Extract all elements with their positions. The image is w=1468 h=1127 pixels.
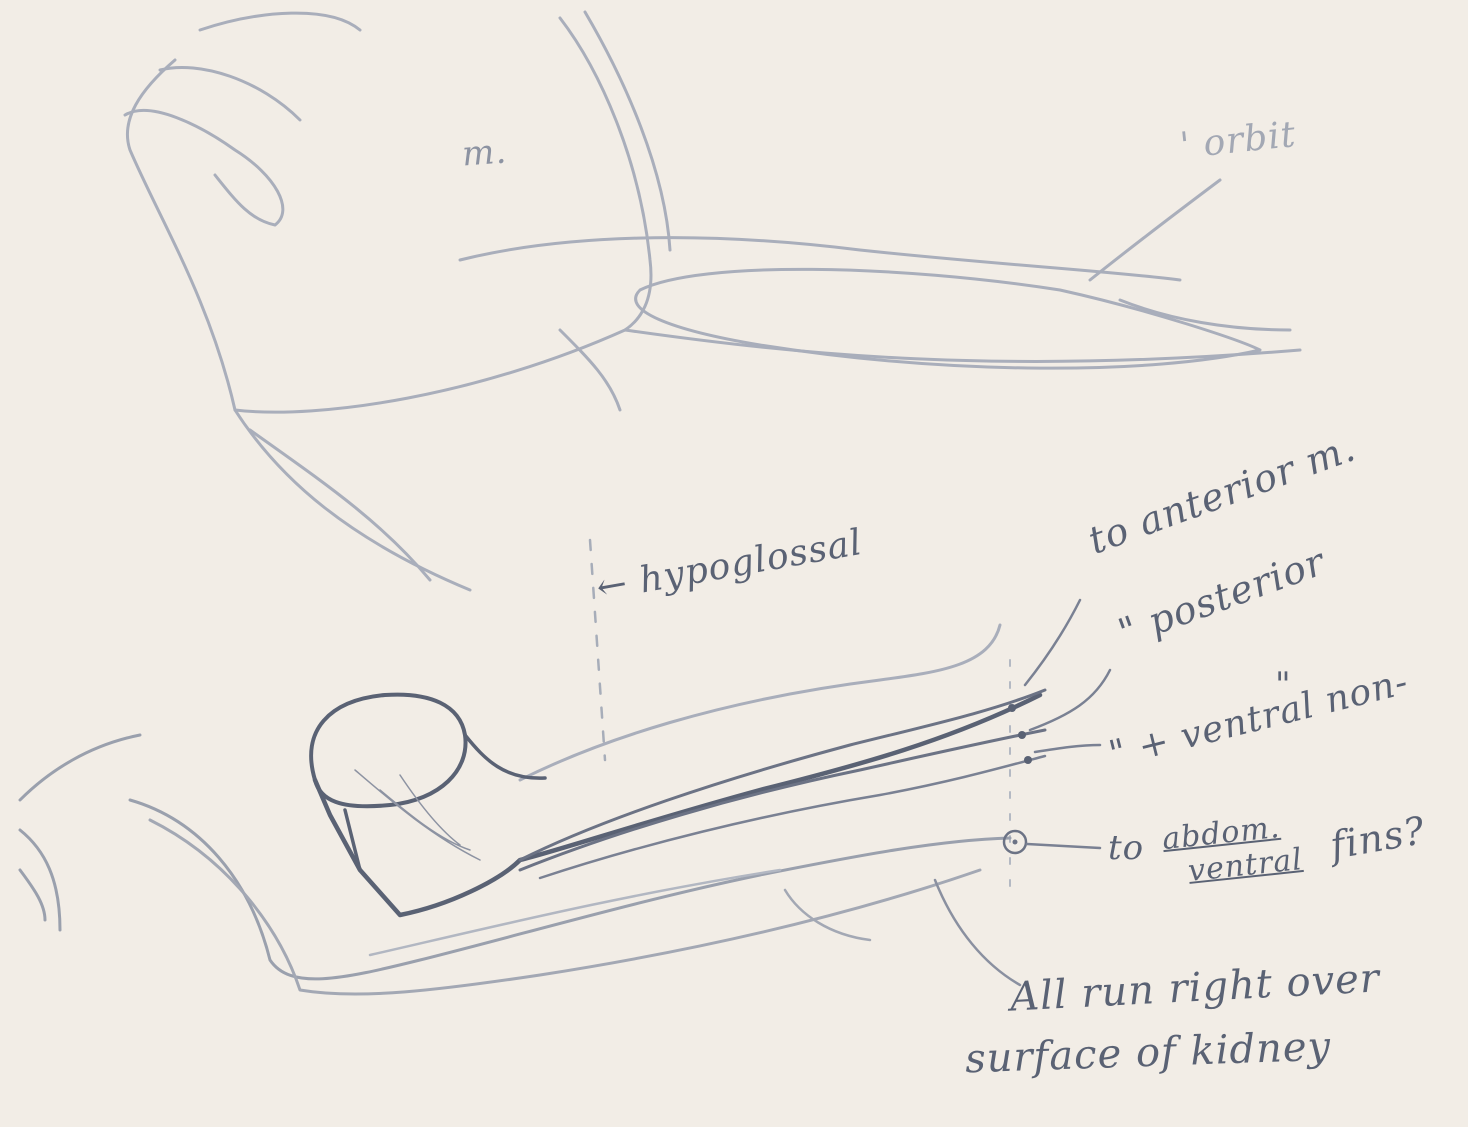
muscle-label-top: m. <box>461 131 509 174</box>
nerve-circle-dot <box>1013 840 1018 845</box>
nerve-end-posterior <box>1018 731 1026 739</box>
nerve-end-ventral <box>1024 756 1032 764</box>
to-abdom-prefix: to <box>1108 828 1144 868</box>
nerve-end-anterior <box>1008 704 1016 712</box>
